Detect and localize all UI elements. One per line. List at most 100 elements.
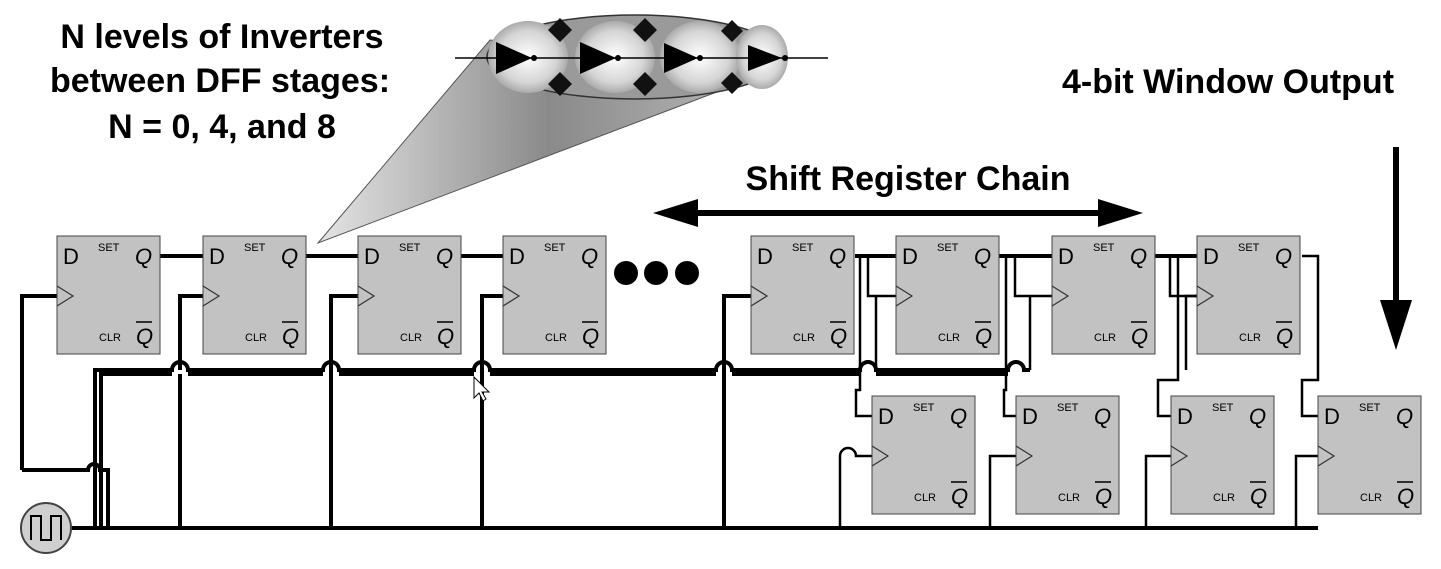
- clock-input-triangle: [202, 285, 221, 307]
- d-flip-flop: D SET Q CLR Q: [357, 235, 462, 355]
- dff-clr-label: CLR: [1360, 492, 1382, 504]
- dff-clr-label: CLR: [400, 332, 422, 344]
- dff-qbar-label: Q: [975, 324, 992, 349]
- d-flip-flop: D SET Q CLR Q: [1317, 395, 1422, 515]
- dff-d-label: D: [63, 244, 79, 269]
- d-flip-flop: D SET Q CLR Q: [895, 235, 1000, 355]
- clock-input-triangle: [895, 285, 914, 307]
- down-arrow-icon: [1380, 147, 1412, 350]
- clock-input-triangle: [1317, 445, 1336, 467]
- dff-clr-label: CLR: [1094, 332, 1116, 344]
- dff-set-label: SET: [544, 242, 566, 254]
- dff-qbar-label: Q: [830, 324, 847, 349]
- clock-input-triangle: [750, 285, 769, 307]
- dff-q-label: Q: [436, 244, 453, 269]
- dff-d-label: D: [1022, 404, 1038, 429]
- dff-body: [1196, 235, 1301, 355]
- dff-d-label: D: [878, 404, 894, 429]
- output-title: 4-bit Window Output: [1062, 63, 1394, 101]
- dff-qbar-label: Q: [951, 484, 968, 509]
- clock-input-triangle: [1015, 445, 1034, 467]
- dff-d-label: D: [1058, 244, 1074, 269]
- d-flip-flop: D SET Q CLR Q: [1051, 235, 1156, 355]
- clock-input-triangle: [1196, 285, 1215, 307]
- ellipsis-dots: [614, 261, 699, 285]
- dff-clr-label: CLR: [793, 332, 815, 344]
- dff-set-label: SET: [244, 242, 266, 254]
- dff-clr-label: CLR: [1239, 332, 1261, 344]
- clock-source-icon: [20, 502, 72, 554]
- dff-q-label: Q: [135, 244, 152, 269]
- dff-qbar-label: Q: [1131, 324, 1148, 349]
- dff-body: [895, 235, 1000, 355]
- dff-d-label: D: [757, 244, 773, 269]
- dff-clr-label: CLR: [938, 332, 960, 344]
- dff-qbar-label: Q: [1095, 484, 1112, 509]
- clock-input-triangle: [56, 285, 75, 307]
- dff-set-label: SET: [399, 242, 421, 254]
- dff-clr-label: CLR: [245, 332, 267, 344]
- dff-body: [1317, 395, 1422, 515]
- dff-set-label: SET: [98, 242, 120, 254]
- d-flip-flop: D SET Q CLR Q: [56, 235, 161, 355]
- inverter-title-line-3: N = 0, 4, and 8: [108, 108, 336, 146]
- dff-q-label: Q: [1130, 244, 1147, 269]
- dff-body: [56, 235, 161, 355]
- dff-set-label: SET: [937, 242, 959, 254]
- dff-qbar-label: Q: [1250, 484, 1267, 509]
- dff-d-label: D: [1324, 404, 1340, 429]
- dff-set-label: SET: [1359, 402, 1381, 414]
- d-flip-flop: D SET Q CLR Q: [202, 235, 307, 355]
- dff-body: [202, 235, 307, 355]
- dff-q-label: Q: [1275, 244, 1292, 269]
- dff-q-label: Q: [1094, 404, 1111, 429]
- dff-body: [1170, 395, 1275, 515]
- dff-clr-label: CLR: [99, 332, 121, 344]
- dff-qbar-label: Q: [136, 324, 153, 349]
- wiring: [20, 254, 1320, 530]
- dff-q-label: Q: [281, 244, 298, 269]
- dff-q-label: Q: [1249, 404, 1266, 429]
- dff-body: [357, 235, 462, 355]
- dff-qbar-label: Q: [1397, 484, 1414, 509]
- dff-qbar-label: Q: [437, 324, 454, 349]
- inverter-title-line-1: N levels of Inverters: [60, 18, 383, 56]
- dff-q-label: Q: [974, 244, 991, 269]
- dff-q-label: Q: [950, 404, 967, 429]
- clock-input-triangle: [1051, 285, 1070, 307]
- dff-q-label: Q: [1396, 404, 1413, 429]
- clock-input-triangle: [871, 445, 890, 467]
- mouse-cursor-icon: [473, 375, 491, 402]
- dff-clr-label: CLR: [1058, 492, 1080, 504]
- dff-set-label: SET: [913, 402, 935, 414]
- dff-body: [750, 235, 855, 355]
- dff-d-label: D: [902, 244, 918, 269]
- dff-clr-label: CLR: [1213, 492, 1235, 504]
- clock-input-triangle: [357, 285, 376, 307]
- clock-input-triangle: [1170, 445, 1189, 467]
- d-flip-flop: D SET Q CLR Q: [1196, 235, 1301, 355]
- dff-qbar-label: Q: [1276, 324, 1293, 349]
- dff-qbar-label: Q: [282, 324, 299, 349]
- dff-set-label: SET: [1093, 242, 1115, 254]
- inverter-buffer-icon: [496, 42, 788, 74]
- dff-clr-label: CLR: [545, 332, 567, 344]
- dff-set-label: SET: [1238, 242, 1260, 254]
- dff-body: [502, 235, 607, 355]
- dff-group: D SET Q CLR Q D SET Q CLR Q D SET Q CLR Q D SET Q CLR Q D SET…: [56, 235, 1422, 515]
- dff-body: [871, 395, 976, 515]
- dff-d-label: D: [209, 244, 225, 269]
- dff-d-label: D: [364, 244, 380, 269]
- dff-clr-label: CLR: [914, 492, 936, 504]
- dff-set-label: SET: [1057, 402, 1079, 414]
- dff-d-label: D: [1203, 244, 1219, 269]
- d-flip-flop: D SET Q CLR Q: [871, 395, 976, 515]
- chain-title: Shift Register Chain: [746, 160, 1071, 198]
- dff-body: [1015, 395, 1120, 515]
- dff-d-label: D: [1177, 404, 1193, 429]
- dff-q-label: Q: [581, 244, 598, 269]
